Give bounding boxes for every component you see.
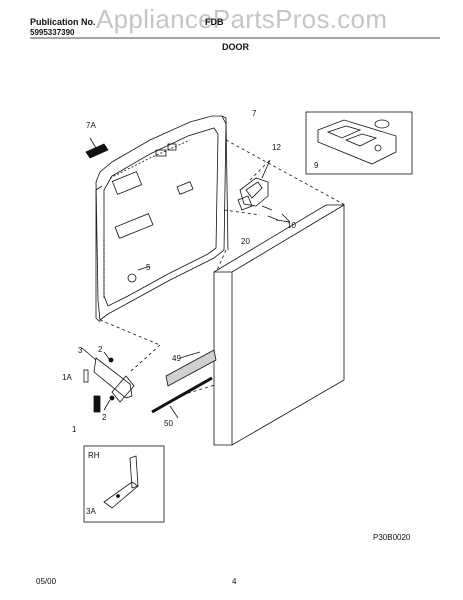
publication-number: 5995337390 [30,28,75,37]
inset-dispenser [305,111,413,175]
page-number: 4 [232,577,237,586]
callout-7: 7 [252,109,257,118]
callout-5: 5 [146,263,151,272]
callout-7a: 7A [86,121,96,130]
callout-20: 20 [241,237,250,246]
footer-date: 05/00 [36,577,57,586]
seal-50 [151,376,213,419]
section-title: DOOR [222,42,249,52]
callout-rh: RH [88,451,100,460]
vent-7a [85,137,109,159]
callout-3a: 3A [86,507,96,516]
assembly-lines [99,139,346,396]
screw-5-leader [137,265,151,271]
callout-50: 50 [164,419,173,428]
trim-strip-49 [165,349,217,387]
inner-door-panel [95,115,229,323]
model-number: FDB [205,17,224,27]
inset-rh-hinge [83,445,165,523]
latch-assembly [237,159,271,211]
callout-2b: 2 [102,413,107,422]
callout-12: 12 [272,143,281,152]
callout-3: 3 [78,346,83,355]
callout-9: 9 [314,161,319,170]
figure-code: P30B0020 [373,533,411,542]
callout-2a: 2 [98,345,103,354]
callout-1a: 1A [62,373,72,382]
callout-10: 10 [287,221,296,230]
screws-10 [261,205,291,223]
callout-1: 1 [72,425,77,434]
outer-door-panel [213,204,345,446]
callout-49: 49 [172,354,181,363]
watermark-text: AppliancePartsPros.com [96,4,388,34]
publication-label: Publication No. [30,17,96,27]
hinge-assembly [81,347,135,413]
